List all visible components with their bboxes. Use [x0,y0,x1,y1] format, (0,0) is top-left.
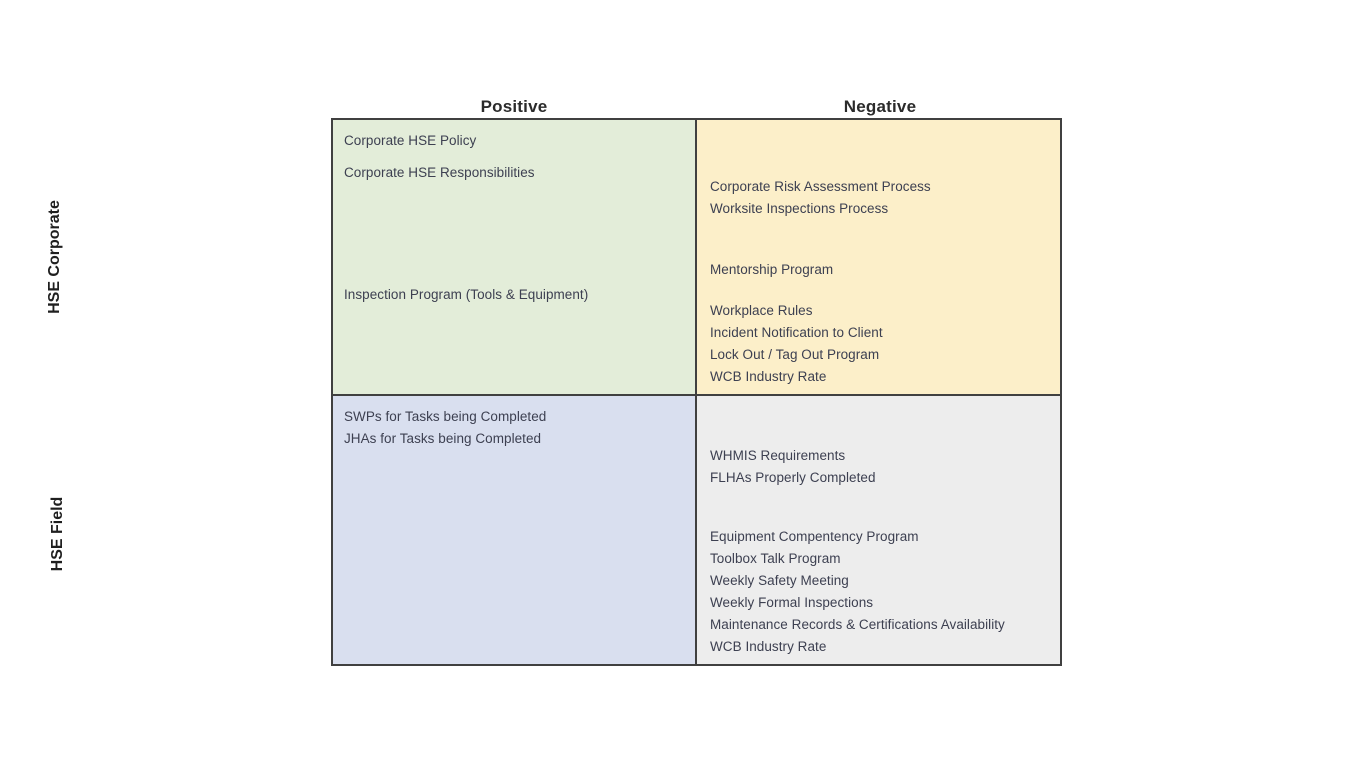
hse-matrix-table: Corporate HSE Policy Corporate HSE Respo… [331,118,1062,666]
list-item: Equipment Compentency Program [710,529,919,544]
column-header-positive: Positive [480,97,548,116]
list-item: Incident Notification to Client [710,325,883,340]
field-negative-group-a: WHMIS Requirements FLHAs Properly Comple… [710,445,1060,489]
list-item: WCB Industry Rate [710,639,827,654]
list-item: Inspection Program (Tools & Equipment) [344,287,589,302]
column-header-negative: Negative [843,97,917,116]
field-negative-group-b: Equipment Compentency Program Toolbox Ta… [710,526,1060,658]
row-header-hse-field: HSE Field [49,496,66,572]
list-item: JHAs for Tasks being Completed [344,431,542,446]
list-item: Workplace Rules [710,303,813,318]
list-item: FLHAs Properly Completed [710,469,876,485]
list-item: Weekly Safety Meeting [710,573,849,588]
corporate-positive-top-group: Corporate HSE Policy Corporate HSE Respo… [344,130,695,184]
corporate-negative-group-b: Mentorship Program [710,259,1060,281]
corporate-negative-group-c: Workplace Rules Incident Notification to… [710,300,1060,388]
list-item: Weekly Formal Inspections [710,595,874,610]
corporate-positive-bottom-group: Inspection Program (Tools & Equipment) [344,284,695,306]
list-item: SWPs for Tasks being Completed [344,409,547,424]
quadrant-field-positive: SWPs for Tasks being Completed JHAs for … [333,396,697,664]
list-item: Corporate Risk Assessment Process [710,178,931,194]
quadrant-field-negative: WHMIS Requirements FLHAs Properly Comple… [697,396,1060,664]
list-item: Lock Out / Tag Out Program [710,347,880,362]
list-item: Corporate HSE Responsibilities [344,165,535,180]
list-item: WCB Industry Rate [710,369,827,384]
corporate-negative-group-a: Corporate Risk Assessment Process Worksi… [710,176,1060,220]
list-item: Worksite Inspections Process [710,200,889,216]
list-item: Toolbox Talk Program [710,551,841,566]
list-item: Corporate HSE Policy [344,133,477,148]
quadrant-corporate-positive: Corporate HSE Policy Corporate HSE Respo… [333,120,697,396]
list-item: Maintenance Records & Certifications Ava… [710,617,1005,632]
list-item: Mentorship Program [710,261,834,277]
quadrant-corporate-negative: Corporate Risk Assessment Process Worksi… [697,120,1060,396]
field-positive-top-group: SWPs for Tasks being Completed JHAs for … [344,406,695,450]
row-header-hse-corporate: HSE Corporate [46,200,63,314]
list-item: WHMIS Requirements [710,447,846,463]
